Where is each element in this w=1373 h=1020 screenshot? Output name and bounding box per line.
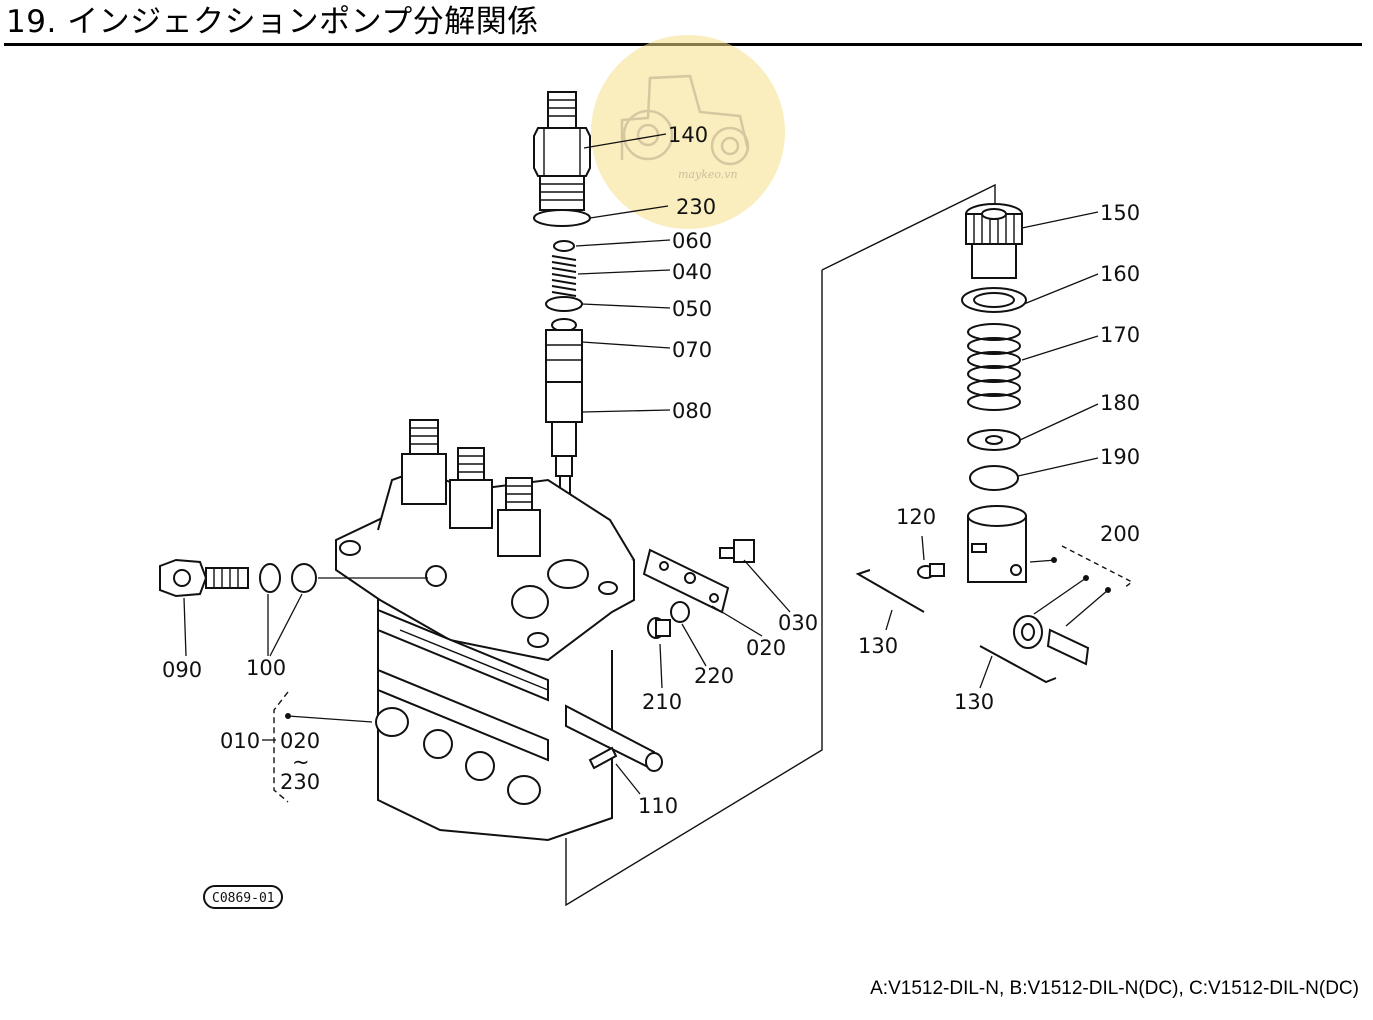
callout-230: 230 (676, 195, 716, 219)
delivery-valve-holder (533, 91, 591, 211)
delivery-fittings (401, 419, 541, 557)
gasket (545, 296, 583, 312)
callout-010-range-tilde: ~ (292, 750, 310, 774)
delivery-valve-spring (551, 255, 577, 297)
callout-140: 140 (668, 123, 708, 147)
callout-190: 190 (1100, 445, 1140, 469)
callout-070: 070 (672, 338, 712, 362)
governor-spring (967, 323, 1021, 411)
boundary-line (565, 183, 996, 907)
callout-090: 090 (162, 658, 202, 682)
bracket-010 (273, 691, 289, 803)
leader-lines (183, 133, 1109, 795)
roller (1013, 615, 1090, 666)
plunger (545, 381, 583, 511)
callout-100: 100 (246, 656, 286, 680)
callout-220: 220 (694, 664, 734, 688)
callout-010-range-from: 020 (280, 729, 320, 753)
figure-code-badge: C0869-01 (203, 885, 283, 909)
o-ring (533, 209, 591, 227)
spring-seat-upper (961, 287, 1027, 313)
callout-020: 020 (746, 636, 786, 660)
lock-washer (670, 601, 690, 623)
tappet (967, 505, 1027, 583)
callout-050: 050 (672, 297, 712, 321)
callout-030: 030 (778, 611, 818, 635)
watermark-text: maykeo.vn (678, 168, 738, 181)
callout-200: 200 (1100, 522, 1140, 546)
callout-010-range-to: 230 (280, 770, 320, 794)
callout-150: 150 (1100, 201, 1140, 225)
washer (259, 563, 281, 593)
pin-130b (979, 645, 1057, 684)
callout-210: 210 (642, 690, 682, 714)
banjo-bolt (159, 558, 249, 598)
watermark-logo: maykeo.vn (591, 35, 785, 229)
bracket-200 (1061, 545, 1134, 589)
callout-130: 130 (858, 634, 898, 658)
pin-130a (855, 569, 925, 613)
callout-160: 160 (1100, 262, 1140, 286)
leader-dots (285, 557, 1111, 719)
cover-bolt (719, 539, 755, 563)
delivery-valve (545, 318, 583, 383)
washer (291, 563, 317, 593)
callout-180: 180 (1100, 391, 1140, 415)
model-footer: A:V1512-DIL-N, B:V1512-DIL-N(DC), C:V151… (870, 978, 1359, 999)
spring-seat (553, 240, 575, 252)
callout-040: 040 (672, 260, 712, 284)
callout-010: 010 (220, 729, 260, 753)
page-title: 19. インジェクションポンプ分解関係 (6, 4, 539, 40)
adjusting-cap (965, 203, 1023, 279)
callout-060: 060 (672, 229, 712, 253)
tappet-screw (917, 563, 945, 579)
stop-pin (647, 617, 671, 639)
callout-170: 170 (1100, 323, 1140, 347)
shim (969, 465, 1019, 491)
callout-110: 110 (638, 794, 678, 818)
figure-code: C0869-01 (212, 891, 275, 906)
callout-080: 080 (672, 399, 712, 423)
cover-plate (642, 548, 730, 614)
spring-seat-lower (967, 429, 1021, 451)
callout-130: 130 (954, 690, 994, 714)
callout-120: 120 (896, 505, 936, 529)
